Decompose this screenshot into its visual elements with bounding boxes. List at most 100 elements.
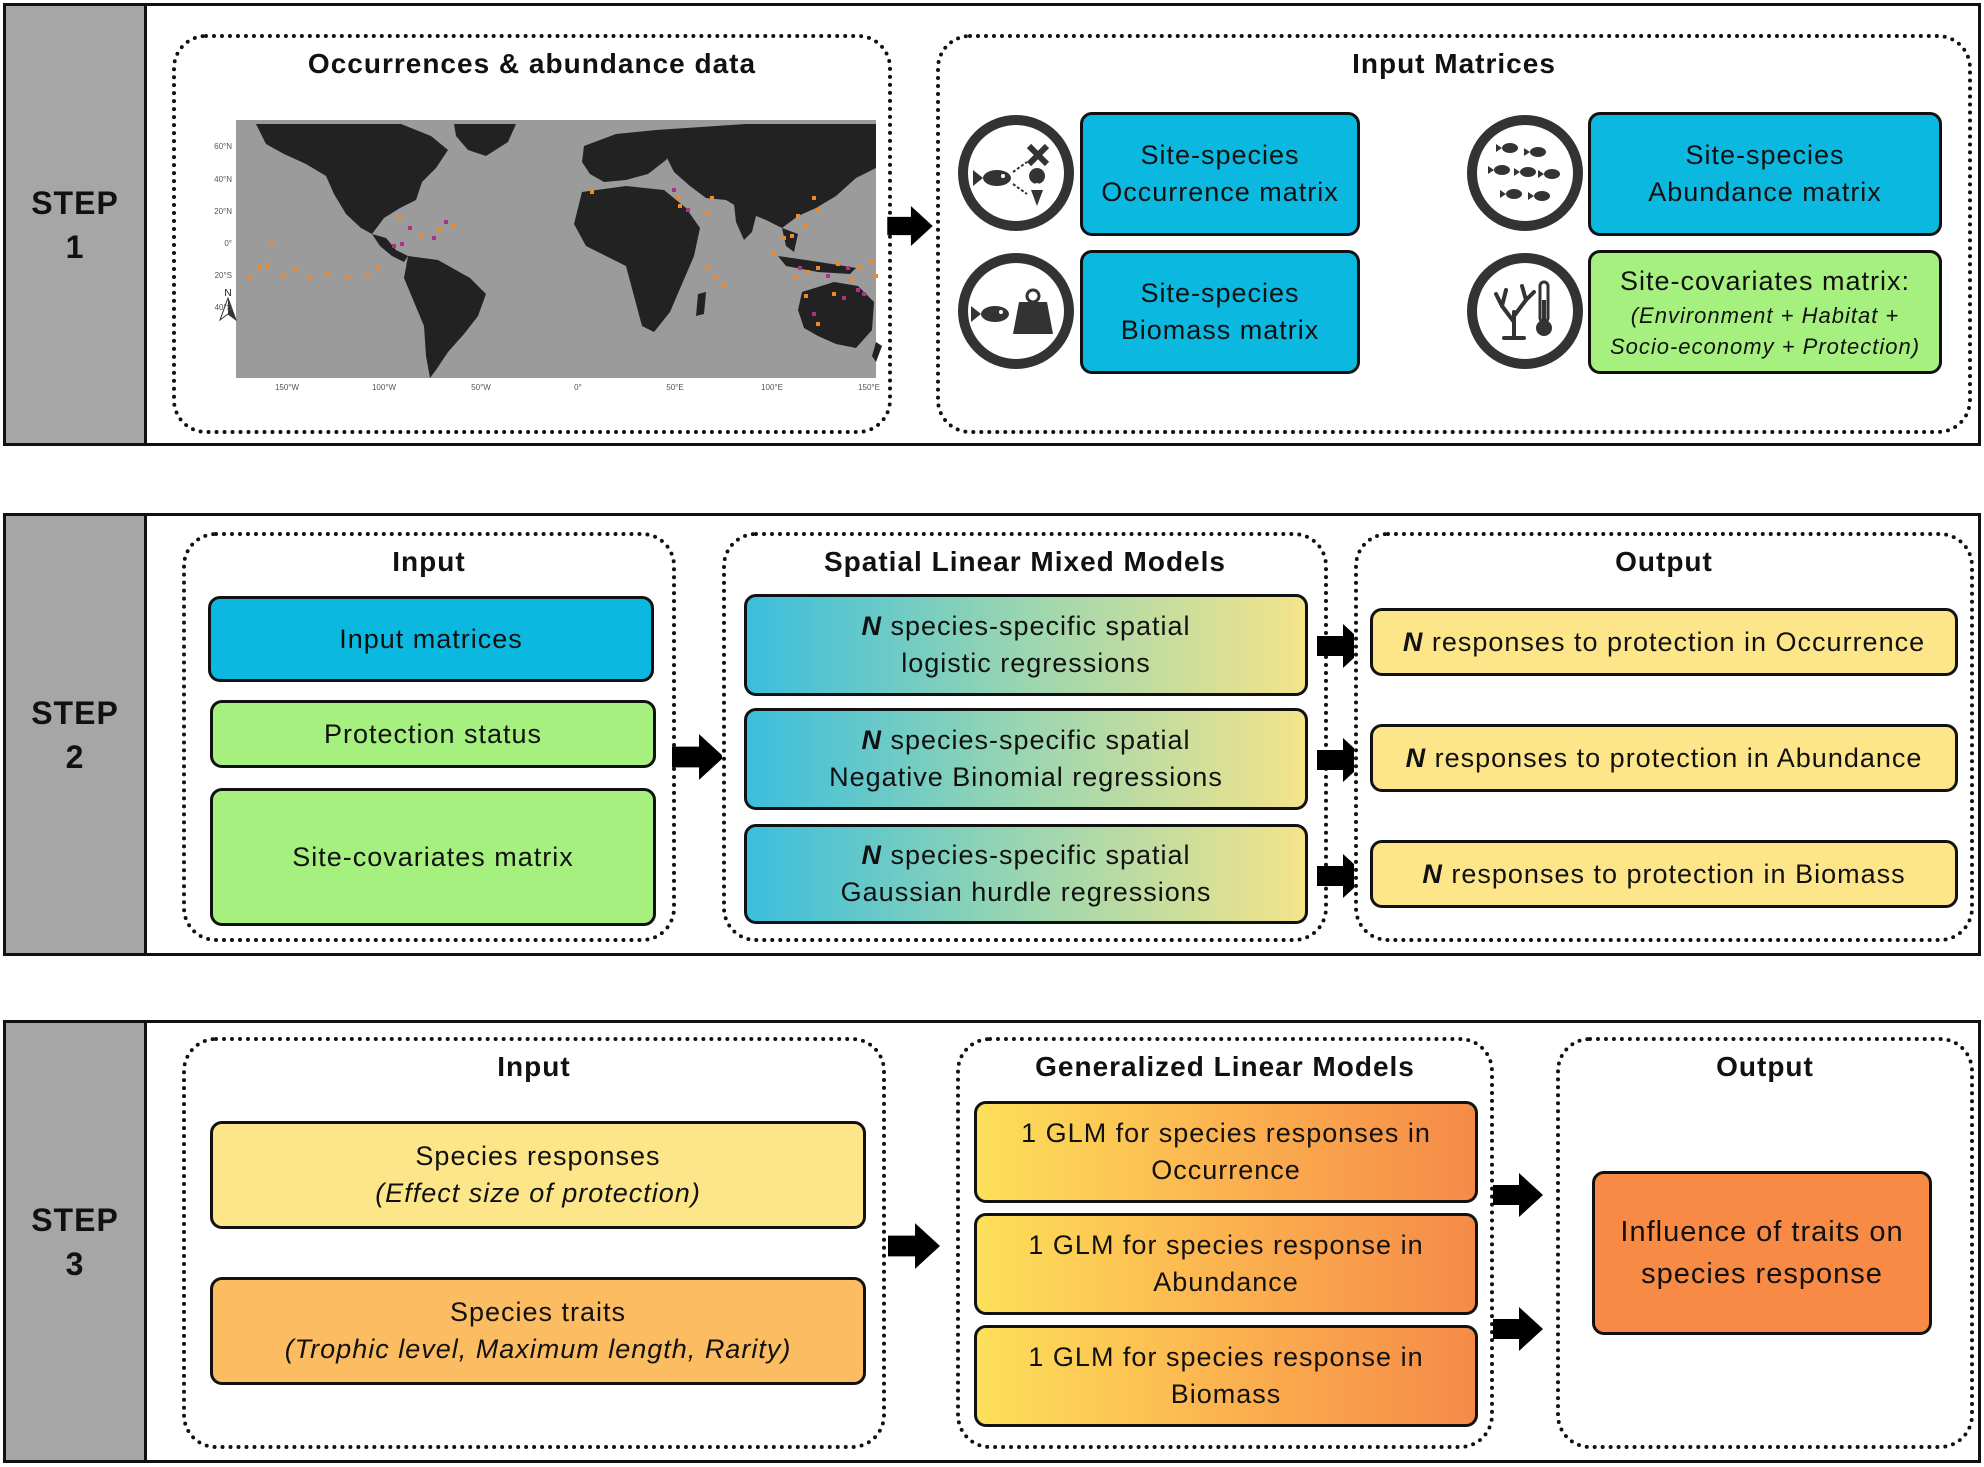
survey-site-marker <box>790 234 794 238</box>
survey-site-marker <box>812 196 816 200</box>
site-covariates-matrix-box: Site-covariates matrix: (Environment + H… <box>1588 250 1942 374</box>
lat-tick: 60°N <box>214 142 232 151</box>
survey-site-marker <box>806 270 810 274</box>
abundance-response-box: N responses to protection in Abundance <box>1370 724 1958 792</box>
glm-abundance-box: 1 GLM for species response in Abundance <box>974 1213 1478 1315</box>
lon-tick: 0° <box>574 383 582 392</box>
occurrences-panel: Occurrences & abundance data <box>172 34 892 434</box>
survey-site-marker <box>346 276 350 280</box>
step2-output-title: Output <box>1615 546 1713 577</box>
survey-site-marker <box>420 234 424 238</box>
survey-site-marker <box>812 312 816 316</box>
occurrences-panel-title: Occurrences & abundance data <box>307 48 757 79</box>
survey-site-marker <box>258 266 262 270</box>
survey-site-marker <box>444 220 448 224</box>
survey-site-marker <box>326 272 330 276</box>
biomass-line1: Site-species <box>1140 278 1300 308</box>
abundance-matrix-box: Site-species Abundance matrix <box>1588 112 1942 236</box>
glm2-line1: 1 GLM for species response in <box>1028 1230 1424 1260</box>
step3-output-panel: Output Influence of traits on species re… <box>1556 1037 1974 1449</box>
survey-site-marker <box>856 288 860 292</box>
survey-site-marker <box>376 266 380 270</box>
land-greenland <box>454 124 516 156</box>
model2-n: N <box>861 725 882 755</box>
step2-section: STEP 2 Input Input matrices Protection s… <box>3 513 1981 956</box>
lon-tick: 50°E <box>666 383 683 392</box>
survey-site-marker <box>398 216 402 220</box>
out3-n: N <box>1422 858 1443 889</box>
occurrence-matrix-box: Site-species Occurrence matrix <box>1080 112 1360 236</box>
survey-site-marker <box>842 296 846 300</box>
survey-site-marker <box>408 226 412 230</box>
survey-site-marker <box>804 224 808 228</box>
coral-thermometer-icon <box>1467 253 1583 369</box>
covariates-line2: (Environment + Habitat + <box>1630 302 1900 328</box>
protection-status-label: Protection status <box>323 718 543 749</box>
out3-label: responses to protection in Biomass <box>1442 858 1906 889</box>
step2-label-word: STEP <box>31 694 119 731</box>
glm-occurrence-box: 1 GLM for species responses in Occurrenc… <box>974 1101 1478 1203</box>
traits-influence-box: Influence of traits on species response <box>1592 1171 1932 1335</box>
survey-site-marker <box>826 274 830 278</box>
lon-tick: 150°E <box>858 383 880 392</box>
step2-site-covariates-label: Site-covariates matrix <box>292 841 574 872</box>
step2-site-covariates-box: Site-covariates matrix <box>210 788 656 926</box>
map-lon-ticks: 150°W 100°W 50°W 0° 50°E 100°E 150°E <box>275 383 880 392</box>
glm1-line1: 1 GLM for species responses in <box>1021 1118 1431 1148</box>
step3-input-panel: Input Species responses (Effect size of … <box>182 1037 886 1449</box>
step3-input-title: Input <box>497 1051 571 1082</box>
lon-tick: 50°W <box>471 383 491 392</box>
survey-site-marker <box>874 274 878 278</box>
step3-label: STEP 3 <box>6 1023 147 1460</box>
survey-site-marker <box>816 322 820 326</box>
land-india <box>734 204 758 240</box>
abundance-line1: Site-species <box>1685 140 1845 170</box>
land-indonesia <box>778 256 856 274</box>
step3-label-number: 3 <box>65 1245 85 1282</box>
step2-label-number: 2 <box>65 738 85 775</box>
survey-site-marker <box>308 276 312 280</box>
lat-tick: 20°S <box>215 271 232 280</box>
model2-text: species-specific spatial <box>881 725 1191 755</box>
covariates-line3: Socio-economy + Protection) <box>1609 333 1921 359</box>
model3-n: N <box>861 840 882 870</box>
logistic-regression-box: N species-specific spatial logistic regr… <box>744 594 1308 696</box>
model1-line1: N species-specific spatial <box>861 608 1190 645</box>
map-lat-ticks: 60°N 40°N 20°N 0° 20°S 40°S <box>214 142 232 312</box>
survey-site-marker <box>858 266 862 270</box>
input-matrices-title: Input Matrices <box>1352 48 1556 79</box>
model1-text: species-specific spatial <box>881 611 1191 641</box>
survey-site-marker <box>816 208 820 212</box>
step3-section: STEP 3 Input Species responses (Effect s… <box>3 1020 1981 1463</box>
model3-line1: N species-specific spatial <box>861 837 1190 874</box>
survey-site-marker <box>870 260 874 264</box>
world-map: N 60°N 40°N 20°N 0° 20°S 40°S 150°W 100°… <box>214 120 882 392</box>
abundance-line2: Abundance matrix <box>1648 177 1882 207</box>
model3-line2: Gaussian hurdle regressions <box>840 877 1212 907</box>
spatial-models-panel: Spatial Linear Mixed Models N species-sp… <box>722 532 1328 942</box>
model2-line1: N species-specific spatial <box>861 722 1190 759</box>
biomass-line2: Biomass matrix <box>1120 315 1320 345</box>
glm-title: Generalized Linear Models <box>1035 1051 1415 1082</box>
traits-line1: Species traits <box>449 1297 627 1327</box>
lon-tick: 100°E <box>761 383 783 392</box>
survey-site-marker <box>672 188 676 192</box>
out1-label: responses to protection in Occurrence <box>1423 626 1926 657</box>
survey-site-marker <box>804 294 808 298</box>
survey-site-marker <box>772 252 776 256</box>
step1-label-number: 1 <box>65 228 85 265</box>
survey-site-marker <box>686 208 690 212</box>
gaussian-hurdle-box: N species-specific spatial Gaussian hurd… <box>744 824 1308 924</box>
step2-input-title: Input <box>392 546 466 577</box>
survey-site-marker <box>676 196 680 200</box>
survey-site-marker <box>710 196 714 200</box>
survey-sites <box>248 188 878 326</box>
north-arrow-icon: N <box>218 288 238 322</box>
step1-section: STEP 1 Occurrences & abundance data <box>3 3 1981 446</box>
survey-site-marker <box>714 276 718 280</box>
influence-line1: Influence of traits on <box>1620 1216 1904 1248</box>
land-europe <box>582 130 676 182</box>
fish-school-icon <box>1467 115 1583 231</box>
input-matrices-panel: Input Matrices Site-species Occurrence m… <box>936 34 1972 434</box>
step2-label: STEP 2 <box>6 516 147 953</box>
